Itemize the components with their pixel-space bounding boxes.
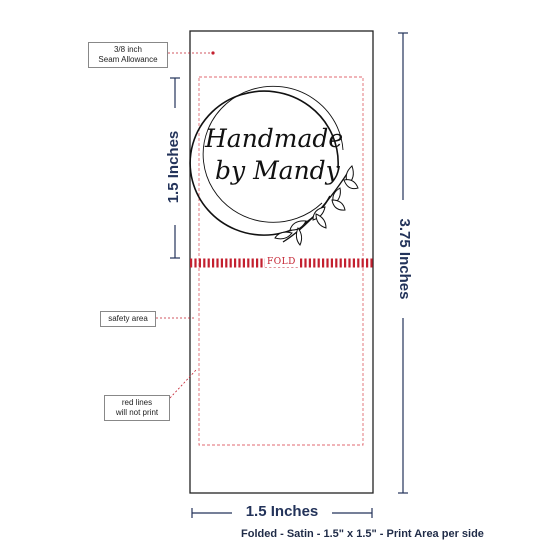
design-line-by-mandy: by Mandy xyxy=(215,156,340,185)
red-lines-callout: red lines will not print xyxy=(104,395,170,421)
safety-area-callout: safety area xyxy=(100,311,156,327)
seam-allowance-callout: 3/8 inch Seam Allowance xyxy=(88,42,168,68)
right-dimension-line xyxy=(398,32,408,494)
product-caption: Folded - Satin - 1.5" x 1.5" - Print Are… xyxy=(241,528,484,540)
seam-fraction-text: 3/8 inch xyxy=(113,45,143,54)
bottom-dimension-label: 1.5 Inches xyxy=(245,503,319,520)
right-dimension-label: 3.75 Inches xyxy=(396,218,413,300)
seam-marker-dot xyxy=(211,51,215,55)
wreath-circle xyxy=(189,85,344,236)
left-dimension-line xyxy=(170,77,180,259)
bottom-dimension-line xyxy=(191,508,373,518)
red-lines-text-2: will not print xyxy=(115,408,159,417)
olive-branch-icon xyxy=(274,165,359,246)
callout-leaders xyxy=(156,52,210,399)
seam-allowance-text: Seam Allowance xyxy=(98,55,158,64)
left-dimension-label: 1.5 Inches xyxy=(165,130,182,204)
safety-area-text: safety area xyxy=(108,314,148,323)
fold-label: FOLD xyxy=(265,257,298,267)
red-lines-text-1: red lines xyxy=(121,398,153,407)
design-line-handmade: Handmade xyxy=(205,124,344,153)
